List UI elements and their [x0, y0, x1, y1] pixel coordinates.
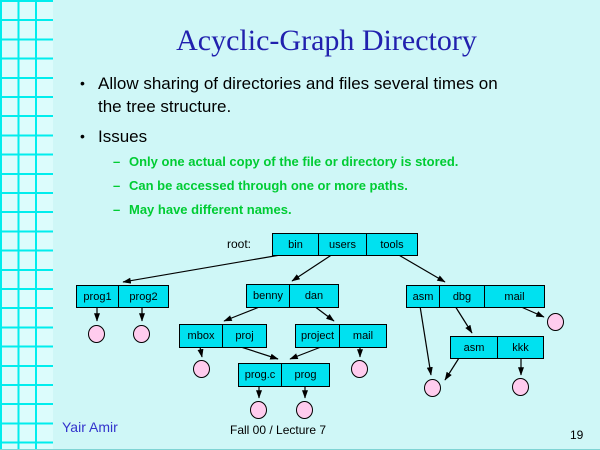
dir-cell-proj: proj	[222, 325, 266, 347]
dir-cell-prog2: prog2	[118, 286, 168, 307]
arrow-line	[240, 346, 279, 360]
dir-cell-asm: asm	[463, 341, 485, 354]
dir-cell-bin: bin	[288, 238, 303, 251]
dash-marker: –	[113, 178, 121, 193]
arrow-line	[313, 305, 335, 322]
bullet-marker: •	[80, 75, 85, 91]
dir-cell-prog.c: prog.c	[244, 369, 276, 381]
decorative-grid	[0, 0, 53, 449]
sub-bullet-text: Only one actual copy of the file or dire…	[129, 154, 459, 169]
dir-cell-mail: mail	[484, 286, 544, 307]
dir-box-benny: benny dan	[246, 284, 339, 308]
dir-box-progc: prog.c prog	[238, 363, 330, 387]
file-circle	[424, 379, 441, 397]
file-circle	[250, 401, 267, 419]
file-circle	[133, 325, 150, 343]
arrow-line	[289, 346, 322, 360]
file-circle	[547, 313, 564, 331]
bullet-list: • Allow sharing of directories and files…	[80, 72, 568, 155]
dir-cell-benny: benny	[253, 290, 283, 302]
file-circle	[296, 401, 313, 419]
root-label: root:	[227, 237, 252, 251]
footer-course: Fall 00 / Lecture 7	[230, 423, 327, 437]
arrow-line	[197, 346, 204, 358]
arrow-line	[454, 305, 473, 334]
bullet-text: Issues	[98, 127, 148, 146]
sub-bullet-item: – Can be accessed through one or more pa…	[113, 174, 458, 198]
sub-bullet-text: May have different names.	[129, 202, 292, 217]
dir-cell-prog: prog	[281, 364, 329, 386]
dir-cell-asm: asm	[412, 290, 434, 303]
dir-box-prog: prog1 prog2	[76, 285, 169, 308]
bullet-marker: •	[80, 128, 85, 144]
arrow-line	[396, 253, 446, 283]
dir-cell-kkk: kkk	[497, 337, 543, 358]
arrow-line	[291, 253, 334, 282]
sub-bullet-list: – Only one actual copy of the file or di…	[113, 150, 458, 222]
sub-bullet-text: Can be accessed through one or more path…	[129, 178, 408, 193]
bullet-item: • Allow sharing of directories and files…	[80, 72, 568, 118]
dir-box-mbox: mbox proj	[179, 324, 267, 348]
dash-marker: –	[113, 154, 121, 169]
dir-cell-mbox: mbox	[187, 330, 215, 342]
dir-cell-project: project	[300, 330, 335, 342]
dash-marker: –	[113, 202, 121, 217]
dir-cell-dbg: dbg	[439, 286, 484, 307]
file-circle	[512, 378, 529, 396]
dir-cell-users: users	[318, 234, 366, 255]
sub-bullet-item: – Only one actual copy of the file or di…	[113, 150, 458, 174]
arrow-line	[122, 253, 287, 284]
bullet-item: • Issues	[80, 125, 568, 148]
file-circle	[88, 325, 105, 343]
dir-box-project: project mail	[295, 324, 387, 348]
dir-cell-prog1: prog1	[83, 290, 112, 303]
arrow-line	[444, 357, 460, 381]
sub-bullet-item: – May have different names.	[113, 198, 458, 222]
dir-cell-dan: dan	[289, 285, 338, 307]
arrow-line	[223, 305, 263, 322]
file-circle	[351, 360, 368, 378]
dir-cell-tools: tools	[366, 234, 417, 255]
dir-cell-mail: mail	[339, 325, 386, 347]
bullet-text: Allow sharing of directories and files s…	[98, 74, 498, 116]
footer-author: Yair Amir	[62, 419, 118, 435]
page-number: 19	[570, 428, 584, 442]
arrow-line	[419, 305, 433, 376]
page-title: Acyclic-Graph Directory	[176, 24, 477, 57]
file-circle	[193, 360, 210, 378]
